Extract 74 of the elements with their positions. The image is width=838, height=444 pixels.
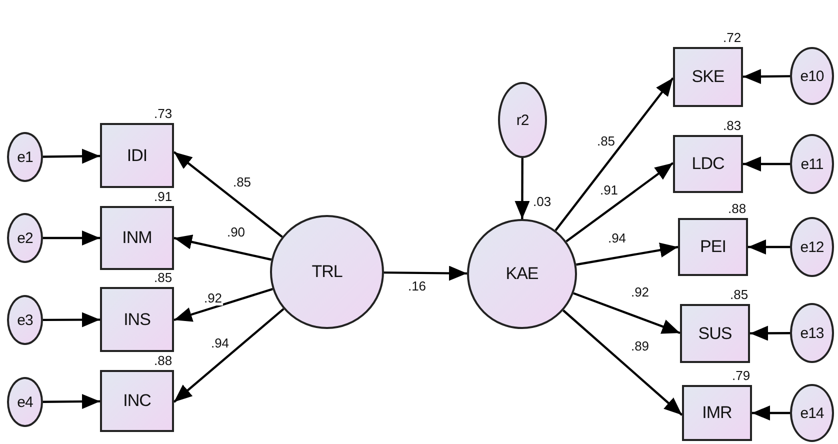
edge-label: .91 [598,182,620,198]
observed-variable-box [100,123,174,188]
path-arrow [750,326,790,341]
variable-name: INC [123,391,151,411]
squared-multiple-correlation: .91 [154,189,172,204]
variable-name: PEI [700,237,726,257]
path-arrow [748,240,790,254]
variable-name: SUS [698,324,732,344]
observed-variable-box [100,370,174,432]
error-term-circle [7,132,43,182]
path-arrow [573,292,680,334]
path-arrow [174,234,272,261]
path-arrow [174,288,273,322]
path-arrow [743,156,790,172]
variable-name: e14 [800,404,824,422]
edge-label: .89 [630,338,650,354]
squared-multiple-correlation: .72 [723,30,742,45]
variable-name: r2 [516,112,529,128]
observed-variable-box [100,287,174,352]
variable-name: e2 [17,230,33,246]
edge-label: .92 [202,290,224,306]
variable-name: e10 [800,68,824,84]
variable-name: e3 [17,312,33,328]
edge-label: .92 [630,284,650,300]
variable-name: e4 [17,394,33,410]
edge-label: .85 [232,174,252,190]
observed-variable-box [678,218,748,276]
path-arrow [514,158,530,219]
variable-name: KAE [506,264,538,284]
path-arrow [43,312,100,328]
path-arrow [42,394,100,409]
path-arrow [566,162,674,242]
error-term-circle [7,295,43,345]
path-arrow [562,310,683,416]
observed-variable-box [680,304,750,363]
variable-name: SKE [692,67,724,87]
edge-label: .90 [226,224,246,240]
squared-multiple-correlation: .03 [533,194,552,209]
edge-label: .16 [406,278,428,294]
variable-name: IMR [702,403,732,423]
variable-name: e13 [800,324,824,342]
path-arrow [384,266,468,281]
path-arrow [173,308,284,403]
path-arrow [752,406,790,420]
variable-name: TRL [312,262,342,282]
error-term-circle [7,213,43,263]
variable-name: e1 [17,148,33,166]
squared-multiple-correlation: .85 [730,287,748,302]
squared-multiple-correlation: .88 [154,353,172,368]
squared-multiple-correlation: .73 [154,106,172,121]
variable-name: INM [122,228,152,248]
path-arrow [42,148,100,164]
squared-multiple-correlation: .85 [154,270,172,285]
observed-variable-box [673,47,743,107]
observed-variable-box [682,385,752,441]
path-arrow [742,69,790,84]
squared-multiple-correlation: .79 [732,368,750,383]
squared-multiple-correlation: .88 [728,201,746,216]
observed-variable-box [673,135,743,193]
variable-name: INS [124,310,150,330]
path-arrow [43,230,100,246]
variable-name: e11 [800,156,824,172]
observed-variable-box [100,206,174,270]
variable-name: e12 [800,238,824,256]
edge-label: .85 [596,134,616,148]
path-arrow [554,77,674,232]
path-arrow [576,242,678,266]
path-arrow [173,151,283,238]
variable-name: LDC [692,154,724,174]
variable-name: IDI [126,146,148,166]
edge-label: .94 [210,336,230,350]
error-term-circle [7,377,43,427]
squared-multiple-correlation: .83 [723,118,742,133]
edge-label: .94 [606,230,628,246]
